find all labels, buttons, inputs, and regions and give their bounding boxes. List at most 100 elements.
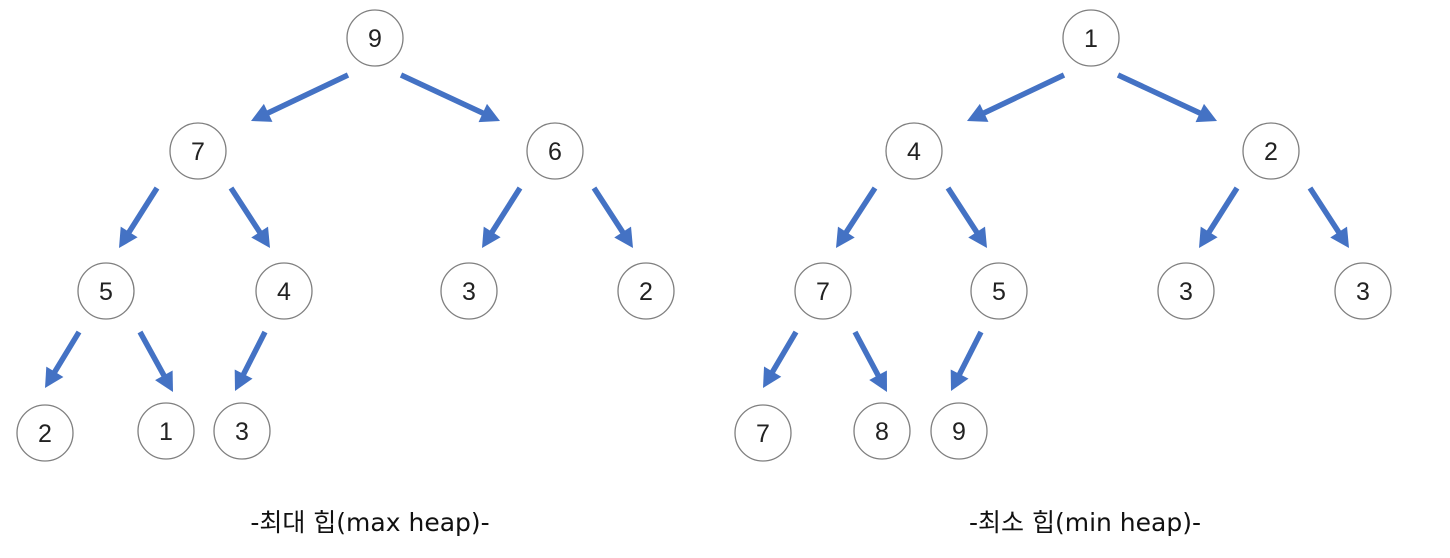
min-heap-node-value: 8 [875, 418, 889, 446]
min-heap-node-value: 1 [1084, 25, 1098, 53]
min-heap-edge-1-4-arrowhead [968, 226, 987, 248]
min-heap-node-circle [885, 122, 943, 180]
max-heap-node-value: 4 [277, 278, 291, 306]
max-heap-edge-2-5-shaft [488, 186, 523, 236]
max-heap-node-value: 3 [235, 418, 249, 446]
max-heap-edge-2-6-shaft [591, 186, 627, 236]
min-heap-edge-3-8-shaft [852, 330, 882, 379]
max-heap-node-circle [213, 402, 271, 460]
min-heap-edge-0-1-arrowhead [967, 103, 989, 122]
max-heap-node-circle [77, 262, 135, 320]
max-heap-node-5: 3 [440, 262, 498, 320]
min-heap-node-1: 4 [885, 122, 943, 180]
min-heap-node-9: 9 [930, 402, 988, 460]
min-heap-node-circle [853, 402, 911, 460]
min-heap-node-value: 9 [952, 418, 966, 446]
max-heap-edge-4-9-arrowhead [234, 369, 253, 391]
min-heap-node-value: 7 [756, 420, 770, 448]
min-heap-node-circle [1157, 262, 1215, 320]
min-heap-edge-2-5-shaft [1205, 186, 1240, 236]
min-heap-tree: 1 4 2 7 5 3 3 7 8 9 [734, 9, 1392, 462]
max-heap-edge-0-2-shaft [399, 72, 486, 117]
min-heap-node-value: 7 [816, 278, 830, 306]
max-heap-edge-2-5-arrowhead [482, 226, 501, 248]
max-heap-edge-3-7-shaft [51, 330, 82, 375]
min-heap-edge-2-6-shaft [1307, 186, 1343, 236]
max-heap-node-circle [169, 122, 227, 180]
max-heap-node-4: 4 [255, 262, 313, 320]
max-heap-node-8: 1 [137, 402, 195, 460]
min-heap-node-value: 5 [992, 278, 1006, 306]
min-heap-node-4: 5 [970, 262, 1028, 320]
max-heap-edge-3-8-shaft [137, 330, 168, 379]
max-heap-edge-2-6-arrowhead [614, 226, 633, 248]
max-heap-node-2: 6 [526, 122, 584, 180]
min-heap-node-circle [930, 402, 988, 460]
max-heap-node-9: 3 [213, 402, 271, 460]
max-heap-node-circle [16, 404, 74, 462]
min-heap-node-circle [794, 262, 852, 320]
max-heap-edge-3-8-arrowhead [155, 370, 173, 392]
max-heap-node-1: 7 [169, 122, 227, 180]
max-heap-caption: -최대 힙(max heap)- [250, 508, 490, 537]
min-heap-edge-3-7-shaft [769, 330, 799, 375]
min-heap-edge-1-3-arrowhead [836, 226, 855, 248]
min-heap-edge-2-6-arrowhead [1330, 226, 1349, 248]
min-heap-node-circle [1062, 9, 1120, 67]
min-heap-node-value: 3 [1179, 278, 1193, 306]
min-heap-node-7: 7 [734, 404, 792, 462]
min-heap-edge-3-7-arrowhead [763, 366, 782, 388]
max-heap-node-6: 2 [617, 262, 675, 320]
max-heap-node-circle [440, 262, 498, 320]
max-heap-edge-0-1-arrowhead [251, 103, 273, 122]
min-heap-node-value: 4 [907, 138, 921, 166]
max-heap-node-value: 2 [639, 278, 653, 306]
min-heap-edge-4-9-shaft [956, 330, 984, 378]
min-heap-edge-0-1-shaft [981, 72, 1066, 117]
max-heap-node-circle [346, 9, 404, 67]
max-heap-node-circle [526, 122, 584, 180]
max-heap-tree: 9 7 6 5 4 3 2 2 1 3 [16, 9, 675, 462]
min-heap-node-circle [1334, 262, 1392, 320]
min-heap-edge-1-4-shaft [945, 186, 981, 236]
min-heap-node-8: 8 [853, 402, 911, 460]
max-heap-node-value: 1 [159, 418, 173, 446]
min-heap-node-0: 1 [1062, 9, 1120, 67]
min-heap-edge-0-2-shaft [1116, 72, 1203, 117]
max-heap-node-value: 6 [548, 138, 562, 166]
max-heap-edge-3-7-arrowhead [45, 366, 64, 388]
min-heap-node-value: 3 [1356, 278, 1370, 306]
min-heap-node-2: 2 [1242, 122, 1300, 180]
max-heap-edge-1-3-shaft [125, 186, 160, 236]
min-heap-node-circle [734, 404, 792, 462]
min-heap-node-3: 7 [794, 262, 852, 320]
max-heap-node-3: 5 [77, 262, 135, 320]
min-heap-edge-2-5-arrowhead [1199, 226, 1218, 248]
min-heap-node-value: 2 [1264, 138, 1278, 166]
min-heap-edge-1-3-shaft [842, 186, 878, 236]
min-heap-node-circle [970, 262, 1028, 320]
max-heap-edge-1-4-shaft [228, 186, 264, 236]
max-heap-node-value: 7 [191, 138, 205, 166]
max-heap-node-0: 9 [346, 9, 404, 67]
min-heap-edge-0-2-arrowhead [1195, 103, 1217, 123]
max-heap-edge-1-3-arrowhead [119, 226, 138, 248]
min-heap-node-6: 3 [1334, 262, 1392, 320]
max-heap-node-value: 9 [368, 25, 382, 53]
max-heap-edge-0-1-shaft [265, 72, 350, 117]
max-heap-edge-1-4-arrowhead [251, 226, 270, 248]
max-heap-node-7: 2 [16, 404, 74, 462]
max-heap-edge-0-2-arrowhead [478, 103, 500, 123]
min-heap-node-circle [1242, 122, 1300, 180]
max-heap-node-circle [137, 402, 195, 460]
min-heap-edge-4-9-arrowhead [950, 369, 969, 391]
max-heap-node-value: 3 [462, 278, 476, 306]
max-heap-edge-4-9-shaft [240, 330, 268, 378]
max-heap-node-value: 5 [99, 278, 113, 306]
min-heap-edge-3-8-arrowhead [869, 370, 887, 392]
min-heap-caption: -최소 힙(min heap)- [968, 508, 1202, 537]
max-heap-node-circle [617, 262, 675, 320]
min-heap-node-5: 3 [1157, 262, 1215, 320]
max-heap-node-value: 2 [38, 420, 52, 448]
